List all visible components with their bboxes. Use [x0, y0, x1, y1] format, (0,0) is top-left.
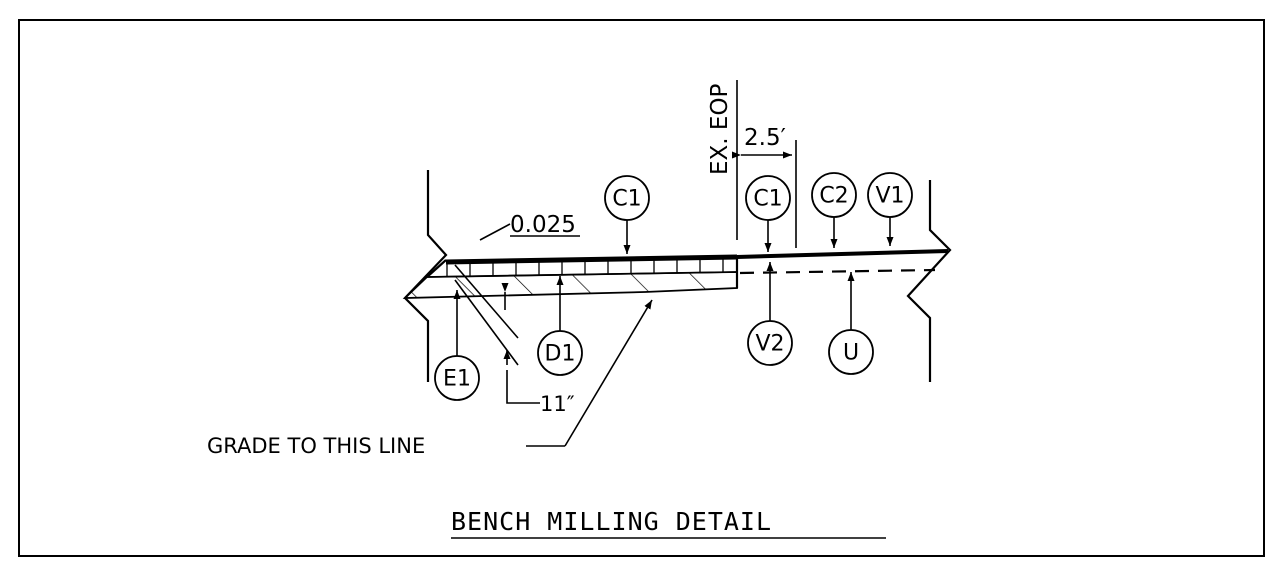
eop-label: EX. EOP [707, 83, 733, 175]
callout-v2: V2 [747, 262, 793, 366]
detail-title: BENCH MILLING DETAIL [451, 507, 772, 536]
svg-text:C1: C1 [753, 187, 782, 212]
callout-e1: E1 [434, 290, 480, 401]
svg-text:U: U [843, 341, 859, 366]
grade-note-text: GRADE TO THIS LINE [207, 434, 425, 458]
layer-ticks [446, 258, 724, 277]
callout-v1: V1 [867, 172, 913, 246]
callout-u: U [828, 272, 874, 375]
svg-text:D1: D1 [545, 342, 576, 367]
slope-text: 0.025 [510, 212, 576, 238]
left-break-line [403, 170, 448, 382]
svg-text:E1: E1 [443, 367, 471, 392]
svg-text:C2: C2 [819, 184, 848, 209]
svg-text:V1: V1 [875, 184, 904, 209]
existing-surface-dashed [739, 268, 936, 275]
slope-leader [479, 223, 511, 241]
offset-dimension-text: 2.5′ [744, 125, 786, 151]
callout-c2: C2 [811, 172, 857, 248]
overlay-line [736, 249, 949, 259]
right-break-line [906, 180, 952, 382]
depth-leader [506, 370, 540, 404]
depth-text: 11″ [540, 392, 575, 416]
callout-c1-left: C1 [604, 175, 650, 254]
svg-text:V2: V2 [755, 332, 784, 357]
callout-d1: D1 [537, 276, 583, 376]
drawing-border [18, 19, 1265, 557]
overlay-line-thick [445, 254, 738, 265]
svg-text:C1: C1 [612, 187, 641, 212]
callout-c1-right: C1 [745, 175, 791, 252]
